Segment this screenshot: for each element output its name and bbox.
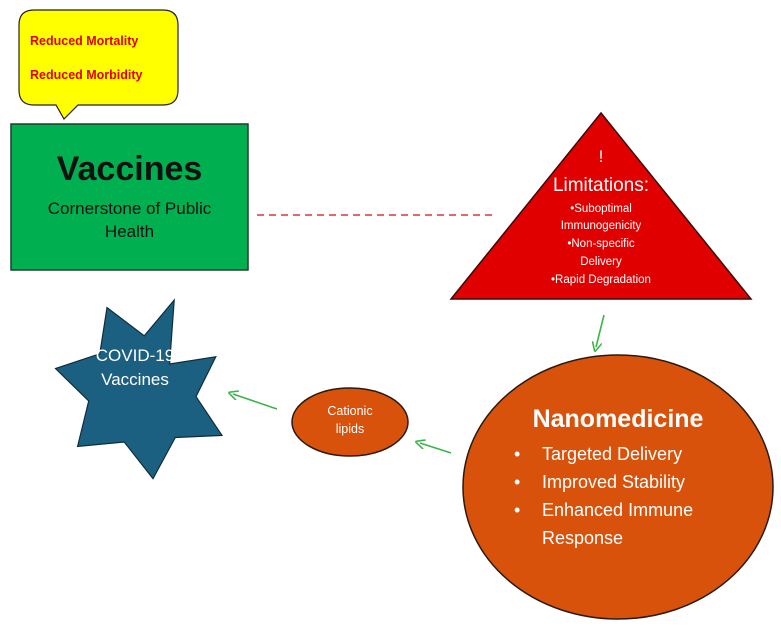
nanomedicine-circle	[462, 354, 774, 620]
callout-reduced-mortality: Reduced Mortality	[30, 34, 139, 48]
benefit-enhanced-immune: Enhanced Immune	[542, 500, 694, 520]
arrow-cationic-to-covid	[233, 394, 278, 410]
limitations-exclamation: !	[598, 147, 604, 166]
callout-bubble	[18, 9, 179, 120]
limitation-item-4: Delivery	[580, 256, 622, 268]
covid-star	[54, 298, 224, 480]
cationic-lipids-line2: lipids	[335, 422, 365, 436]
vaccines-box	[10, 123, 249, 271]
list-item: Response	[508, 524, 748, 552]
arrow-triangle-to-nanomedicine	[596, 314, 605, 347]
vaccines-subtitle-line1: Cornerstone of Public	[47, 199, 212, 218]
benefit-improved-stability: Improved Stability	[542, 472, 686, 492]
vaccines-subtitle-line2: Health	[104, 222, 155, 241]
covid-line1: COVID-19	[95, 346, 175, 365]
limitation-item-5: •Rapid Degradation	[551, 274, 651, 286]
limitations-triangle	[449, 111, 753, 300]
nanomedicine-benefits-list: • Targeted Delivery • Improved Stability •…	[508, 440, 748, 552]
benefit-targeted-delivery: Targeted Delivery	[542, 444, 683, 464]
vaccines-title: Vaccines	[56, 150, 203, 188]
bullet-icon: •	[514, 500, 521, 520]
benefit-response: Response	[542, 528, 624, 548]
callout-reduced-morbidity: Reduced Morbidity	[30, 68, 143, 82]
list-item: • Targeted Delivery	[508, 440, 748, 468]
list-item: • Improved Stability	[508, 468, 748, 496]
arrow-nanomedicine-to-cationic	[420, 443, 452, 454]
bullet-icon: •	[514, 472, 521, 492]
nanomedicine-title: Nanomedicine	[532, 405, 704, 433]
cationic-lipids-ellipse	[291, 387, 409, 457]
limitations-title: Limitations:	[552, 175, 650, 196]
limitation-item-2: Immunogenicity	[560, 220, 642, 232]
covid-line2: Vaccines	[101, 370, 169, 389]
list-item: • Enhanced Immune	[508, 496, 748, 524]
limitation-item-1: •Suboptimal	[570, 203, 632, 215]
cationic-lipids-line1: Cationic	[327, 404, 373, 418]
limitation-item-3: •Non-specific	[567, 238, 635, 250]
bullet-icon: •	[514, 444, 521, 464]
